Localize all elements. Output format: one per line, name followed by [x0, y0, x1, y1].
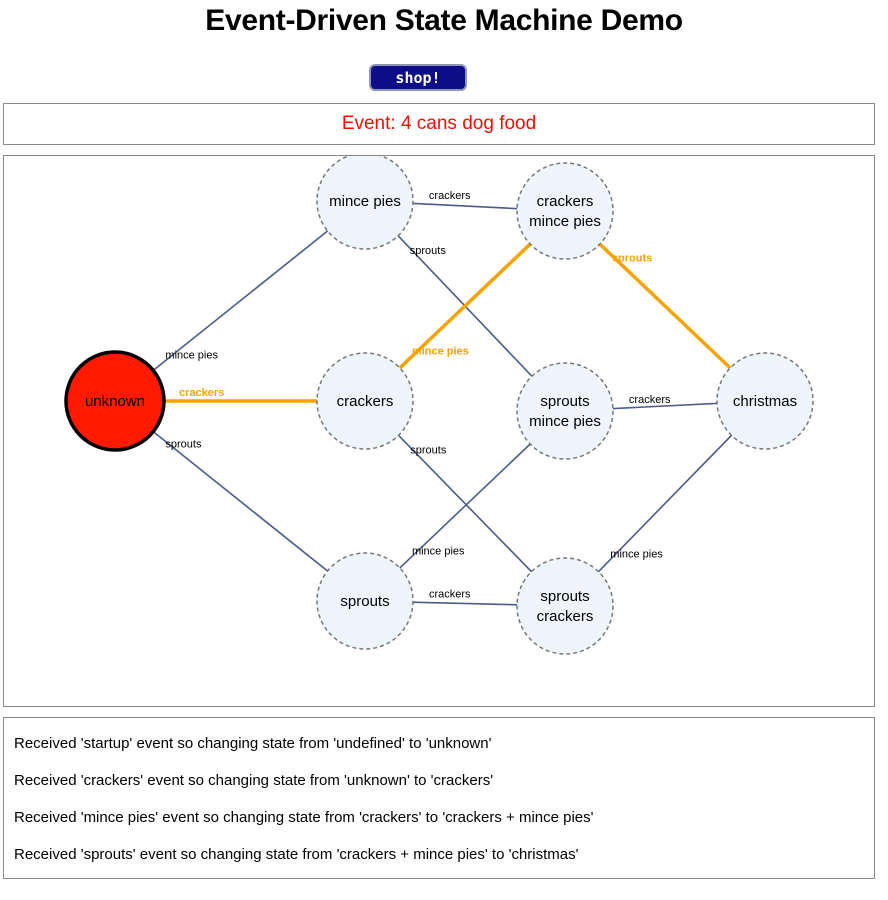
- edge-label: crackers: [629, 394, 671, 406]
- state-label: sprouts: [340, 593, 389, 610]
- state-node-mince: mince pies: [316, 156, 414, 250]
- edge-label: sprouts: [612, 253, 652, 265]
- event-panel: Event: 4 cans dog food: [3, 103, 875, 145]
- state-node-crackers: crackers: [316, 352, 414, 450]
- edge-label: crackers: [179, 387, 224, 399]
- edge-label: sprouts: [410, 444, 447, 456]
- state-label: sprouts: [540, 588, 589, 605]
- state-label: crackers: [537, 193, 594, 210]
- state-circle: [316, 552, 414, 650]
- edge-label: mince pies: [412, 545, 465, 557]
- edge-label: sprouts: [410, 245, 447, 257]
- transition-edge: [114, 400, 366, 602]
- state-node-unknown: unknown: [64, 350, 166, 452]
- state-label: sprouts: [540, 393, 589, 410]
- edge-label: sprouts: [165, 439, 202, 451]
- state-label: mince pies: [529, 213, 601, 230]
- state-label: christmas: [733, 393, 797, 410]
- edge-label: mince pies: [412, 345, 469, 357]
- state-circle: [516, 557, 614, 655]
- log-line: Received 'startup' event so changing sta…: [14, 735, 492, 752]
- state-node-cm: crackers mince pies: [516, 162, 614, 260]
- event-text: Event: 4 cans dog food: [341, 113, 537, 134]
- edge-label: crackers: [429, 190, 471, 202]
- state-node-christmas: christmas: [716, 352, 814, 450]
- edge-label: mince pies: [165, 349, 218, 361]
- state-circle: [716, 352, 814, 450]
- state-diagram-svg: mince piescrackerssproutscrackerssprouts…: [64, 156, 814, 655]
- log-line: Received 'sprouts' event so changing sta…: [14, 846, 579, 863]
- edge-labels-layer: mince pies crackers sprouts crackers sprouts…: [165, 190, 671, 600]
- event-log: Received 'startup' event so changing sta…: [3, 717, 875, 879]
- state-circle: [316, 352, 414, 450]
- state-label: crackers: [337, 393, 394, 410]
- shop-button[interactable]: shop!: [369, 64, 467, 91]
- log-line: Received 'mince pies' event so changing …: [14, 809, 594, 826]
- state-node-sm: sprouts mince pies: [516, 362, 614, 460]
- transition-edge: [114, 200, 366, 402]
- state-label: mince pies: [329, 193, 401, 210]
- state-circle: [516, 362, 614, 460]
- log-line: Received 'crackers' event so changing st…: [14, 772, 494, 789]
- current-state-circle: [64, 350, 166, 452]
- state-node-sc: sprouts crackers: [516, 557, 614, 655]
- edge-label: crackers: [429, 589, 471, 601]
- edge-label: mince pies: [610, 549, 663, 561]
- state-label: crackers: [537, 608, 594, 625]
- state-circle: [516, 162, 614, 260]
- state-label: unknown: [85, 393, 145, 410]
- page-title: Event-Driven State Machine Demo: [205, 4, 683, 37]
- state-node-sprouts: sprouts: [316, 552, 414, 650]
- state-label: mince pies: [529, 413, 601, 430]
- state-circle: [316, 156, 414, 250]
